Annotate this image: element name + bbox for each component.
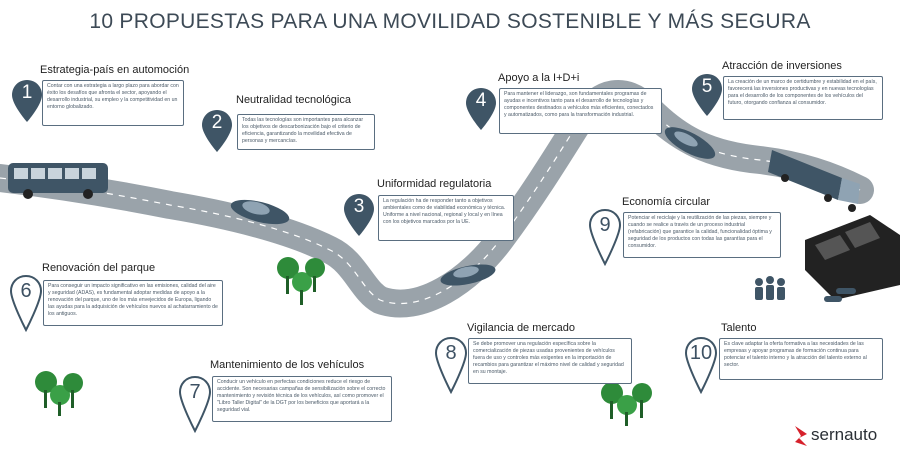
- proposal-number: 4: [475, 90, 487, 111]
- truck-icon: [768, 150, 860, 212]
- pin-shape: [434, 336, 468, 395]
- proposal-heading: Atracción de inversiones: [722, 60, 842, 72]
- pin-marker: 5: [690, 72, 724, 116]
- car-icon: [664, 127, 716, 159]
- proposal-heading: Estrategia-país en automoción: [40, 64, 190, 76]
- proposal-number: 1: [21, 82, 33, 103]
- pin-shape: [202, 110, 232, 152]
- trees-icon: [277, 257, 325, 305]
- pin-marker: 3: [342, 192, 376, 236]
- proposal-heading: Vigilancia de mercado: [467, 322, 576, 334]
- proposal-heading: Renovación del parque: [42, 262, 156, 274]
- proposal-number: 3: [353, 196, 365, 217]
- pin-marker: 7: [178, 375, 212, 434]
- proposal-number: 6: [20, 280, 32, 302]
- proposal-heading: Mantenimiento de los vehículos: [210, 359, 365, 371]
- proposal-heading: Talento: [721, 322, 757, 334]
- pin-marker: 1: [10, 78, 44, 122]
- pin-shape: [12, 80, 42, 122]
- people-icon: [755, 276, 785, 300]
- proposal-text-box: Es clave adaptar la oferta formativa a l…: [719, 338, 883, 380]
- proposal-number: 7: [189, 381, 201, 403]
- pin-shape: [344, 194, 374, 236]
- logo-text: sernauto: [811, 425, 878, 444]
- pin-marker: 8: [434, 336, 468, 395]
- proposal-text-box: La creación de un marco de certidumbre y…: [723, 76, 883, 120]
- car-icon: [230, 199, 290, 225]
- proposal-text-box: Para mantener el liderazgo, son fundamen…: [499, 88, 662, 134]
- bus-icon: [8, 163, 108, 199]
- proposal-number: 8: [445, 342, 457, 364]
- pin-shape: [684, 336, 718, 395]
- proposal-text-box: Contar con una estrategia a largo plazo …: [42, 80, 184, 126]
- proposal-heading: Uniformidad regulatoria: [377, 178, 492, 190]
- proposal-number: 5: [701, 76, 713, 97]
- infographic-title: 10 PROPUESTAS PARA UNA MOVILIDAD SOSTENI…: [89, 10, 811, 33]
- proposal-number: 10: [689, 342, 713, 364]
- car-icon: [440, 264, 496, 286]
- pin-shape: [466, 88, 496, 130]
- proposal-text-box: Conducir un vehículo en perfectas condic…: [212, 376, 392, 422]
- pin-marker: 6: [9, 274, 43, 333]
- pin-marker: 2: [200, 108, 234, 152]
- pin-shape: [178, 375, 212, 434]
- proposal-text-box: Todas las tecnologías son importantes pa…: [237, 114, 375, 150]
- proposal-heading: Economía circular: [622, 196, 711, 208]
- proposal-text-box: La regulación ha de responder tanto a ob…: [378, 195, 514, 241]
- proposal-text-box: Para conseguir un impacto significativo …: [43, 280, 223, 326]
- logo-mark-icon: [795, 426, 807, 446]
- pin-shape: [9, 274, 43, 333]
- proposal-text-box: Potenciar el reciclaje y la reutilizació…: [623, 212, 781, 258]
- proposal-number: 9: [599, 214, 611, 236]
- factory-icon: [805, 215, 900, 302]
- trees-icon: [601, 382, 652, 426]
- pin-marker: 9: [588, 208, 622, 267]
- proposal-number: 2: [211, 112, 223, 133]
- trees-icon: [35, 371, 83, 416]
- pin-shape: [692, 74, 722, 116]
- pin-shape: [588, 208, 622, 267]
- pin-marker: 10: [684, 336, 718, 395]
- proposal-heading: Neutralidad tecnológica: [236, 94, 351, 106]
- proposal-text-box: Se debe promover una regulación específi…: [468, 338, 632, 384]
- proposal-heading: Apoyo a la I+D+i: [498, 72, 580, 84]
- pin-marker: 4: [464, 86, 498, 130]
